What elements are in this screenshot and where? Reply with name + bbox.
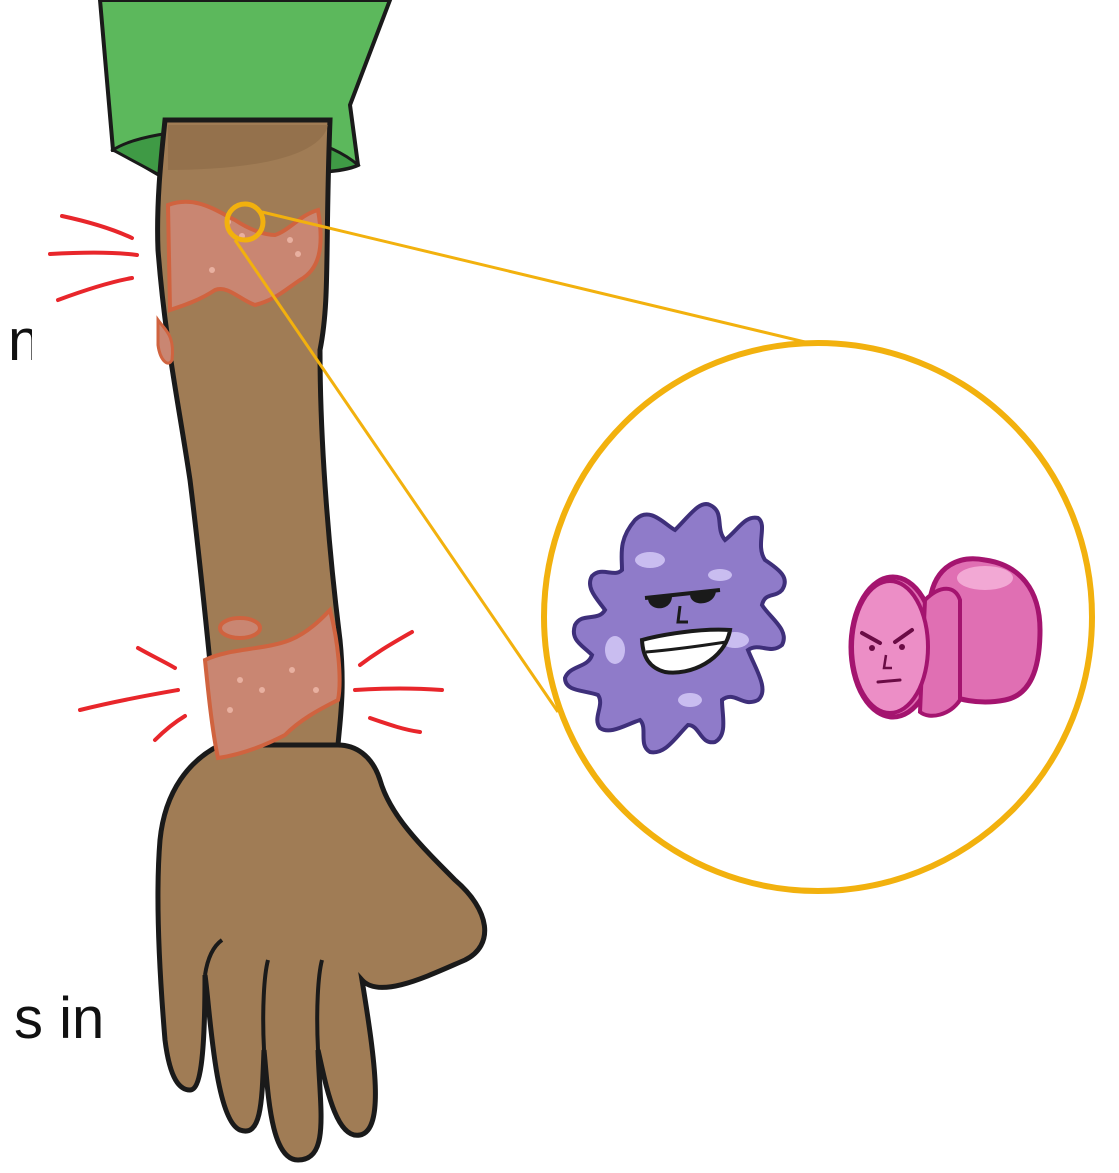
itch-marks-left-top <box>50 216 137 300</box>
t-cell-icon <box>851 559 1040 717</box>
itch-marks-right-bottom <box>355 632 442 732</box>
hand <box>158 745 485 1160</box>
itch-marks-left-bottom <box>80 648 185 740</box>
